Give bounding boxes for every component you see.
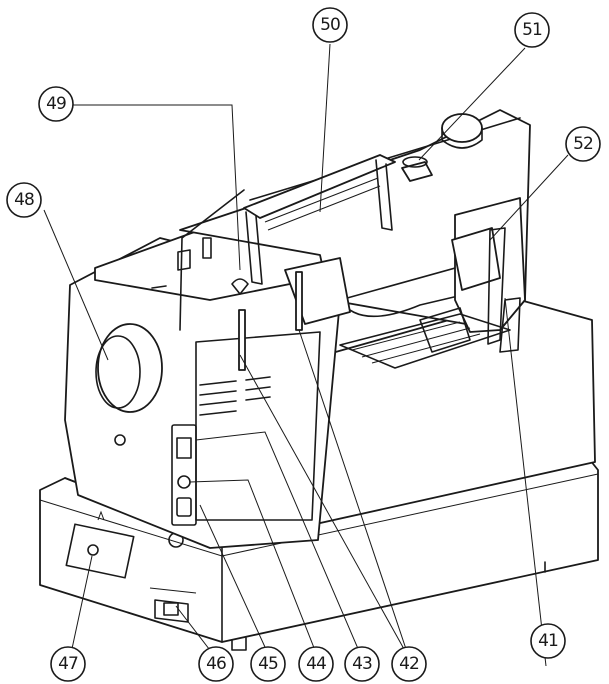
handwheel-drawing bbox=[95, 323, 163, 413]
callout-51-label: 51 bbox=[522, 20, 542, 40]
callout-44-label: 44 bbox=[306, 654, 326, 674]
callout-48-label: 48 bbox=[14, 190, 34, 210]
callout-51: 51 bbox=[514, 12, 550, 48]
callout-43-label: 43 bbox=[352, 654, 372, 674]
callout-44: 44 bbox=[298, 646, 334, 682]
callout-49-label: 49 bbox=[46, 94, 66, 114]
callout-48: 48 bbox=[6, 182, 42, 218]
callout-43: 43 bbox=[344, 646, 380, 682]
callout-41-label: 41 bbox=[538, 631, 558, 651]
vent-slots bbox=[199, 376, 271, 416]
callout-46-label: 46 bbox=[206, 654, 226, 674]
callout-50-label: 50 bbox=[320, 15, 340, 35]
callout-46: 46 bbox=[198, 646, 234, 682]
callout-42: 42 bbox=[391, 646, 427, 682]
callout-45-label: 45 bbox=[258, 654, 278, 674]
callout-47: 47 bbox=[50, 646, 86, 682]
callout-49: 49 bbox=[38, 86, 74, 122]
callout-45: 45 bbox=[250, 646, 286, 682]
callout-50: 50 bbox=[312, 7, 348, 43]
callout-42-label: 42 bbox=[399, 654, 419, 674]
machine-body bbox=[64, 109, 531, 549]
callout-41b: 41 bbox=[530, 623, 566, 659]
callout-52-label: 52 bbox=[573, 134, 593, 154]
leader-lines bbox=[43, 43, 569, 667]
carrying-handle-drawing bbox=[243, 154, 396, 285]
callout-47-label: 47 bbox=[58, 654, 78, 674]
callout-52: 52 bbox=[565, 126, 601, 162]
